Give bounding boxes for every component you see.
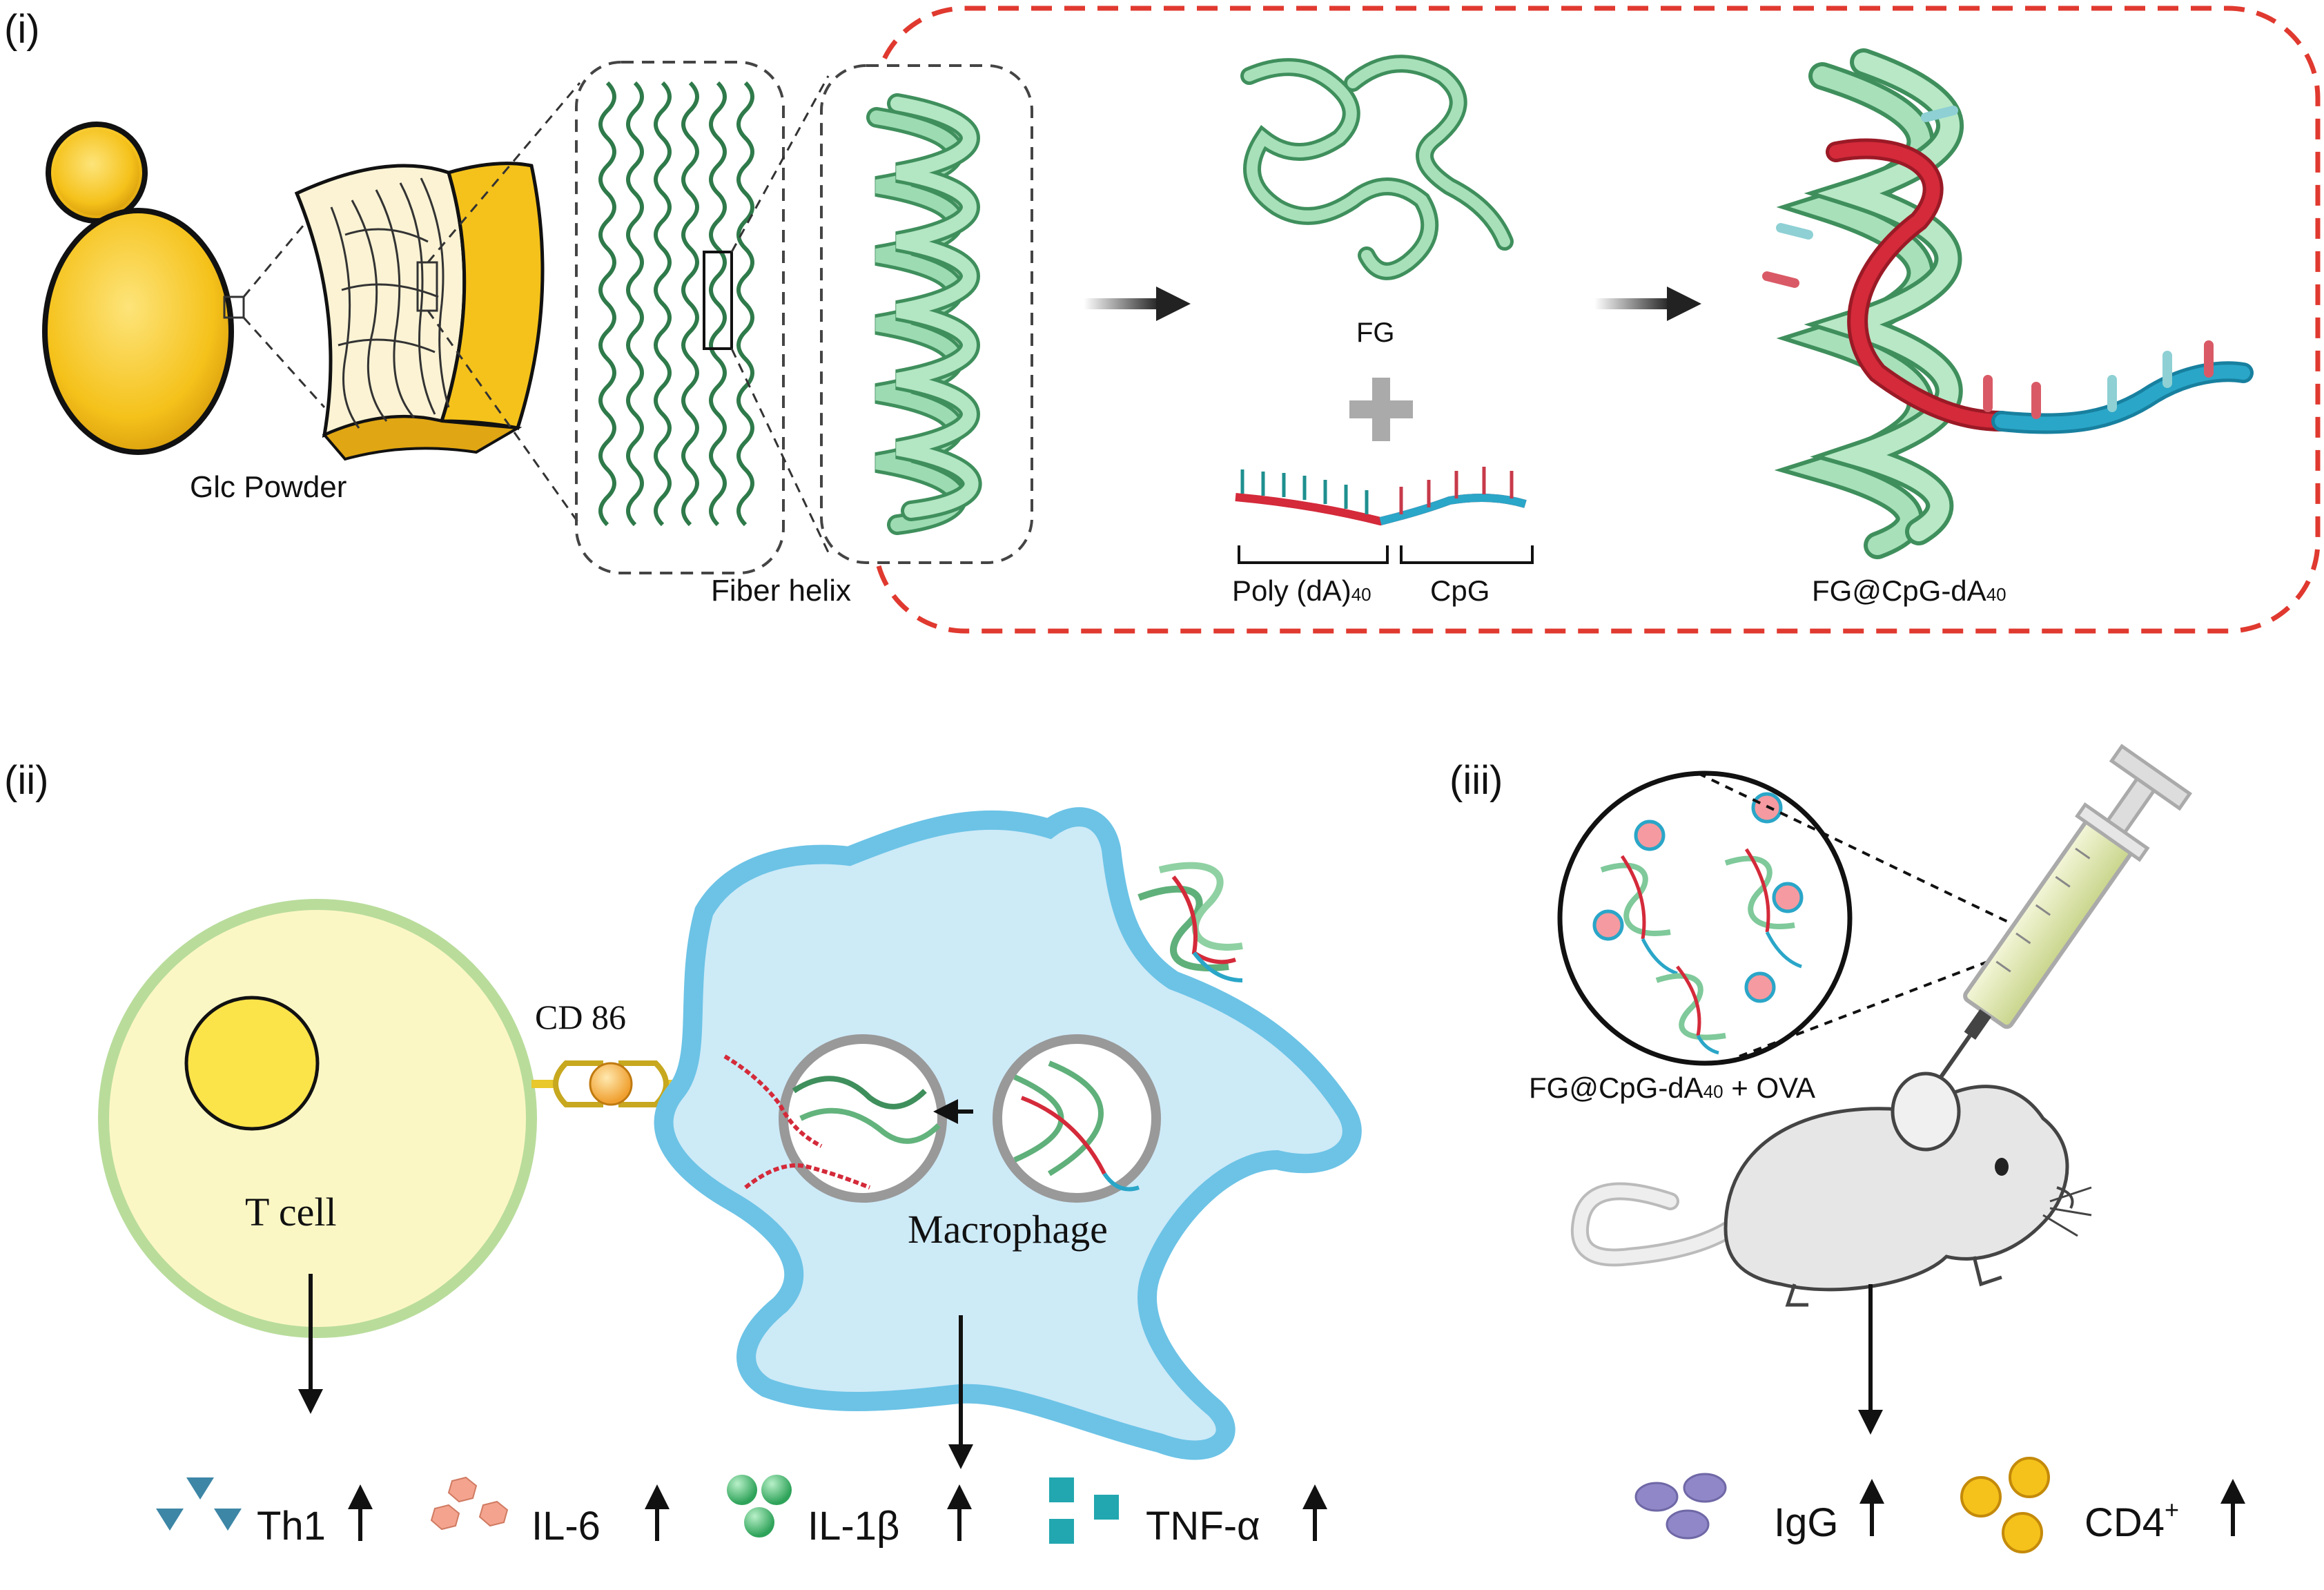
- free-complex-icon: [1137, 862, 1243, 982]
- il6-icon: [430, 1476, 509, 1531]
- th1-label: Th1: [257, 1504, 326, 1549]
- poly-da-text: Poly (dA): [1232, 574, 1351, 607]
- vaccine-subscript: 40: [1703, 1081, 1724, 1102]
- panel-iii-tag: (iii): [1449, 758, 1503, 803]
- cpg-label: CpG: [1430, 574, 1490, 607]
- cpg-dna-strand-icon: [1235, 467, 1527, 526]
- fg-label: FG: [1356, 318, 1395, 348]
- panel-iii: (iii): [1449, 744, 2245, 1553]
- vaccine-text: FG@CpG-dA: [1529, 1072, 1703, 1104]
- il6-label: IL-6: [531, 1504, 600, 1549]
- il1b-icon: [727, 1475, 792, 1538]
- product-label: FG@CpG-dA40: [1812, 574, 2006, 607]
- panel-i-tag: (i): [4, 7, 40, 52]
- fiber-helix-label: Fiber helix: [711, 574, 851, 608]
- tnfa-icon: [1049, 1477, 1119, 1544]
- plus-icon: [1349, 378, 1413, 441]
- vaccine-ova-text: + OVA: [1724, 1072, 1815, 1104]
- fiber-bundle-icon: [598, 81, 754, 527]
- il1b-label: IL-1β: [808, 1504, 899, 1549]
- arrow-right-icon: [1084, 287, 1191, 321]
- igg-icon: [1634, 1473, 1727, 1540]
- cd86-receptor-icon: [531, 1060, 690, 1107]
- cd4-cells-icon: [1960, 1457, 2050, 1553]
- fiber-bundle-frame: [575, 61, 785, 574]
- mouse-icon: [1570, 1072, 2092, 1307]
- panel-ii: (ii) T cell CD 86 Macro: [4, 758, 1362, 1549]
- helix-icon: [866, 93, 982, 535]
- yeast-cell-icon: [42, 122, 245, 455]
- fg-cpg-complex-icon: [1762, 48, 2254, 559]
- igg-label: IgG: [1774, 1500, 1839, 1545]
- syringe-icon: [1928, 744, 2193, 1094]
- cell-wall-section-icon: [294, 162, 545, 461]
- th1-icon: [156, 1477, 242, 1531]
- t-cell-label: T cell: [245, 1190, 337, 1234]
- macrophage-icon: [654, 807, 1362, 1460]
- macrophage-label: Macrophage: [908, 1207, 1108, 1252]
- red-dashed-frame: [872, 6, 2321, 634]
- vaccine-label: FG@CpG-dA40 + OVA: [1529, 1072, 1815, 1104]
- fg-coil-icon: [1240, 55, 1514, 280]
- product-subscript: 40: [1986, 584, 2006, 605]
- product-text: FG@CpG-dA: [1812, 574, 1986, 607]
- arrow-right-icon-2: [1594, 287, 1701, 321]
- cd4-text: CD4: [2084, 1500, 2165, 1545]
- poly-da-subscript: 40: [1351, 584, 1371, 605]
- vaccine-formulation-icon: [1557, 770, 1853, 1066]
- t-cell-icon: [98, 899, 537, 1338]
- panel-ii-tag: (ii): [4, 758, 48, 803]
- poly-da-label: Poly (dA)40: [1232, 574, 1371, 607]
- glc-powder-label: Glc Powder: [190, 470, 346, 504]
- tnfa-label: TNF-α: [1146, 1504, 1260, 1549]
- cd4-label: CD4+: [2084, 1495, 2179, 1545]
- panel-i: (i) Glc Powder: [4, 6, 2321, 634]
- cd4-superscript: +: [2165, 1495, 2179, 1524]
- cd86-label: CD 86: [535, 998, 626, 1036]
